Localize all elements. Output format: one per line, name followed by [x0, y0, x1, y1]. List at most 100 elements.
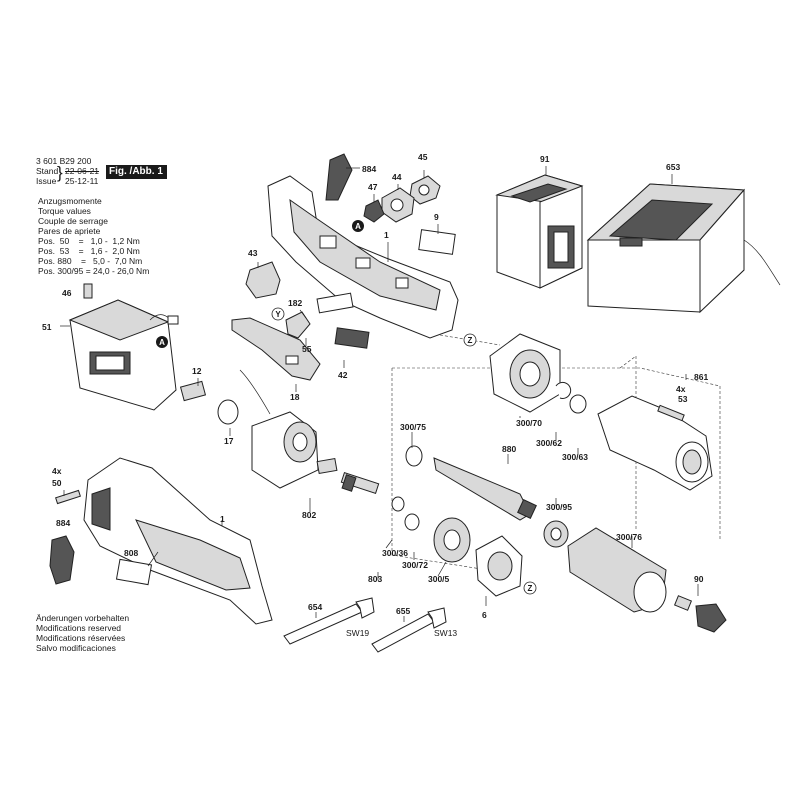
callout-300-62: 300/62 — [536, 438, 562, 448]
torque-line: Pos. 880 = 5,0 - 7,0 Nm — [38, 256, 143, 266]
tool-labels: SW19 SW13 — [346, 628, 457, 638]
motor-assembly — [239, 369, 319, 489]
callout-300-63: 300/63 — [562, 452, 588, 462]
callout-50: 50 — [52, 478, 62, 488]
callout-17: 17 — [224, 436, 234, 446]
issue-label: Issue — [36, 176, 57, 186]
callout-91: 91 — [540, 154, 550, 164]
torque-line: Anzugsmomente — [38, 196, 102, 206]
callout-43: 43 — [248, 248, 258, 258]
callout-90: 90 — [694, 574, 704, 584]
gear-bearing-44 — [381, 187, 415, 223]
marker-letter-z: Z — [528, 584, 533, 593]
circlip-300-62 — [555, 382, 572, 399]
spindle-802 — [316, 457, 338, 475]
wrench-size-sw13: SW13 — [434, 628, 457, 638]
brace-icon: } — [57, 163, 63, 182]
shaft-803 — [340, 472, 380, 494]
callout-300-95: 300/95 — [546, 502, 572, 512]
marker-letter-z: Z — [468, 336, 473, 345]
callout-1: 1 — [220, 514, 225, 524]
gear-cover-6 — [475, 535, 523, 597]
figure-label: Fig. /Abb. 1 — [106, 165, 167, 179]
gear-housing-300-70 — [489, 333, 561, 413]
callout-9: 9 — [434, 212, 439, 222]
washer-300-36 — [391, 496, 405, 512]
label-182 — [316, 292, 354, 314]
callout-880: 880 — [502, 444, 516, 454]
marker-letter-a: A — [159, 338, 165, 347]
motor-ring-17 — [217, 399, 239, 425]
grip-sleeve-300-76 — [567, 527, 667, 613]
callout-46: 46 — [62, 288, 72, 298]
notice-line: Modifications réservées — [36, 633, 126, 643]
trigger-18 — [231, 317, 321, 381]
wrench-size-sw19: SW19 — [346, 628, 369, 638]
wire-harness — [149, 314, 179, 325]
torque-line: Couple de serrage — [38, 216, 108, 226]
marker-letter-a: A — [355, 222, 361, 231]
callout-4x: 4x — [52, 466, 62, 476]
stand-label: Stand — [36, 166, 59, 176]
label-42 — [334, 327, 370, 349]
callout-655: 655 — [396, 606, 410, 616]
connector-12 — [179, 380, 207, 402]
nut-300-95 — [543, 520, 569, 548]
leader-lines — [60, 166, 699, 622]
wrench-654 — [283, 597, 375, 645]
screw-53 — [657, 404, 685, 422]
marker-circle-z — [463, 333, 477, 347]
label-plate — [418, 229, 456, 255]
callout-803: 803 — [368, 574, 382, 584]
callout-51: 51 — [42, 322, 52, 332]
callout-42: 42 — [338, 370, 348, 380]
head-housing-861 — [597, 395, 713, 491]
callout-884: 884 — [56, 518, 70, 528]
stand-value: 22-06-21 — [65, 166, 100, 176]
electronics-module — [68, 299, 177, 411]
side-cover-bottom — [49, 535, 75, 585]
torque-table: Anzugsmomente Torque values Couple de se… — [38, 196, 149, 276]
callout-808: 808 — [124, 548, 138, 558]
modification-notice: Änderungen vorbehalten Modifications res… — [36, 613, 129, 653]
housing-half-bottom — [83, 457, 273, 625]
callout-300-72: 300/72 — [402, 560, 428, 570]
torque-line: Pares de apriete — [38, 226, 101, 236]
bearing-300-75 — [405, 445, 423, 467]
screw-46 — [83, 283, 93, 299]
part-number: 3 601 B29 200 — [36, 156, 92, 166]
callout-300-76: 300/76 — [616, 532, 642, 542]
torque-line: Pos. 50 = 1,0 - 1,2 Nm — [38, 236, 140, 246]
marker-circle-y — [271, 307, 285, 321]
callout-47: 47 — [368, 182, 378, 192]
label-808 — [115, 558, 153, 586]
torque-line: Pos. 53 = 1,6 - 2,0 Nm — [38, 246, 140, 256]
switch-55 — [285, 311, 311, 339]
gear-clip-45 — [409, 175, 441, 205]
callout-53: 53 — [678, 394, 688, 404]
battery-pack — [495, 174, 584, 289]
collet-90 — [673, 595, 727, 633]
spindle-880 — [433, 457, 537, 521]
callout-44: 44 — [392, 172, 402, 182]
callout-45: 45 — [418, 152, 428, 162]
end-cap — [245, 261, 281, 299]
marker-circle-a — [156, 336, 168, 348]
callout-300-5: 300/5 — [428, 574, 450, 584]
callout-55: 55 — [302, 344, 312, 354]
ring-300-72 — [404, 513, 420, 531]
callout-4x: 4x — [676, 384, 686, 394]
callout-802: 802 — [302, 510, 316, 520]
callout-861: 861 — [694, 372, 708, 382]
callout-18: 18 — [290, 392, 300, 402]
callout-labels: 884454744916531943461825542511218178614x… — [42, 152, 708, 620]
callout-1: 1 — [384, 230, 389, 240]
torque-line: Pos. 300/95 = 24,0 - 26,0 Nm — [38, 266, 150, 276]
callout-300-70: 300/70 — [516, 418, 542, 428]
gear-small-47 — [363, 199, 385, 223]
housing-half-top — [267, 175, 459, 339]
gear-300-5 — [433, 517, 471, 563]
screw-50 — [55, 489, 81, 505]
